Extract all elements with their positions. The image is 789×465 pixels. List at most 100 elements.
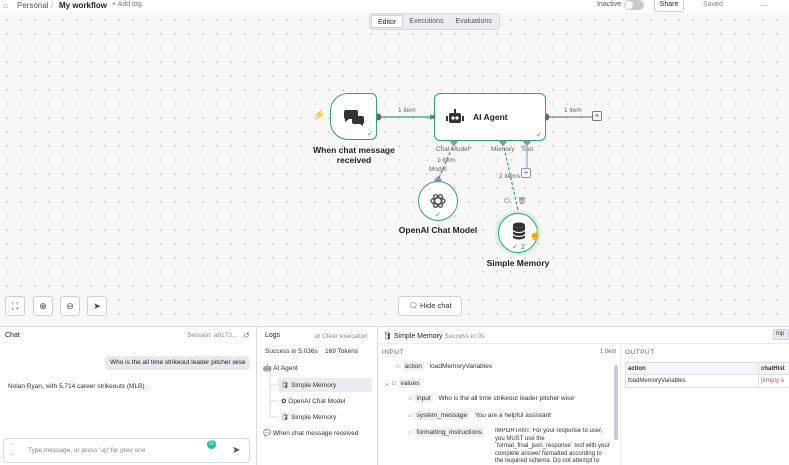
logs-title: Logs <box>265 332 281 339</box>
tab-editor[interactable]: Editor <box>371 15 404 28</box>
breadcrumb-root[interactable]: Personal <box>17 1 49 10</box>
log-item-label: AI Agent <box>273 365 298 372</box>
workflow-canvas[interactable] <box>0 13 789 326</box>
tab-evaluations[interactable]: Evaluations <box>455 18 492 25</box>
edge-label-model: 1 item <box>437 157 455 164</box>
robot-icon <box>446 109 464 123</box>
text-type-icon: ▭ <box>408 396 413 402</box>
database-icon: 🛢 <box>281 414 290 421</box>
power-icon[interactable]: ⏻ <box>504 198 513 205</box>
breadcrumb-separator: / <box>51 1 54 10</box>
add-tag-link[interactable]: + Add tag <box>112 1 142 8</box>
fit-view-button[interactable]: ⛶ <box>5 296 25 316</box>
zoom-in-button[interactable]: ⊕ <box>33 296 53 316</box>
row-key: values <box>398 379 422 388</box>
tab-executions[interactable]: Executions <box>409 18 444 25</box>
active-toggle[interactable] <box>624 0 644 10</box>
logs-summary: Success in 5.036s <box>265 348 318 355</box>
log-item-simple-memory-2[interactable]: 🛢 Simple Memory <box>281 413 336 421</box>
add-tool-button[interactable]: + <box>521 168 531 178</box>
log-item-simple-memory-1-content: 🛢 Simple Memory <box>281 381 336 389</box>
ai-agent-node[interactable]: AI Agent ✓ <box>434 93 546 141</box>
chat-bubbles-icon: 💬 <box>263 430 272 437</box>
workflow-name[interactable]: My workflow <box>59 1 108 10</box>
clear-execution-button[interactable]: ⊘ Clear execution <box>315 332 367 340</box>
output-table: action chatHist loadMemoryVariables [emp… <box>625 362 789 388</box>
chat-bubble-icon: 🗨 <box>408 301 418 310</box>
log-item-label: OpenAI Chat Model <box>288 398 346 405</box>
memory-run-count: 2 <box>521 244 525 251</box>
log-item-simple-memory-1[interactable] <box>278 378 372 392</box>
memory-node-toolbar: ⏻ 🗑 ⋯ <box>504 197 544 206</box>
input-scrollbar[interactable] <box>614 365 618 440</box>
input-row-input: ▭ input Who is the all time strikeout le… <box>408 394 574 403</box>
openai-node-label: OpenAI Chat Model <box>398 225 478 235</box>
log-item-openai[interactable]: ✿ OpenAI Chat Model <box>281 397 345 405</box>
person-icon: ⌂ <box>3 1 8 10</box>
hide-chat-label: Hide chat <box>419 301 452 310</box>
row-value: loadMemoryVariables <box>429 363 493 370</box>
share-label: Share <box>659 1 679 8</box>
log-item-trigger[interactable]: 💬 When chat message received <box>263 429 359 437</box>
port-label-chat-model: Chat Model* <box>436 146 472 153</box>
trigger-bolt-icon: ⚡ <box>313 110 326 121</box>
input-title: INPUT <box>382 349 404 356</box>
reset-session-icon[interactable]: ↺ <box>243 331 250 340</box>
object-type-icon: ⊙ <box>391 380 397 387</box>
add-node-button[interactable]: + <box>592 111 602 121</box>
edge-label-agent-out: 1 item <box>564 107 582 114</box>
row-key: system_message <box>414 411 470 420</box>
input-section: INPUT 1 item ▭ action loadMemoryVariable… <box>378 343 620 465</box>
openai-chat-model-node[interactable]: ✓ <box>418 181 458 221</box>
simple-memory-node[interactable]: ✓ 2 <box>498 213 538 253</box>
input-item-count: 1 item <box>600 349 617 355</box>
log-item-label: Simple Memory <box>291 382 337 389</box>
logs-panel: Logs ⊘ Clear execution Success in 5.036s… <box>257 326 378 465</box>
input-row-formatting: ▭ formatting_instructions <box>408 428 484 437</box>
trigger-node-label: When chat message received <box>313 145 395 165</box>
trash-icon[interactable]: 🗑 <box>517 198 530 205</box>
logs-tokens: 169 Tokens <box>325 348 359 355</box>
text-type-icon: ▭ <box>396 364 401 370</box>
user-message-text: Who is the all time strikeout leader pit… <box>110 359 246 366</box>
cursor-hand-icon: ☝ <box>529 230 542 241</box>
input-toggle-button[interactable]: Inp <box>773 329 789 340</box>
database-icon <box>512 222 526 240</box>
input-row-values[interactable]: ⌄ ⊙ values <box>384 379 422 388</box>
trigger-node[interactable]: ✓ <box>330 93 377 140</box>
history-arrows-icon[interactable]: ⌃⌄ <box>10 443 15 457</box>
zoom-out-button[interactable]: ⊖ <box>60 296 80 316</box>
output-title: OUTPUT <box>625 349 655 356</box>
chat-session-id[interactable]: Session: a9173... <box>187 332 238 339</box>
output-cell-chathistory: [empty a <box>761 378 785 384</box>
port-label-tool: Tool <box>521 146 533 153</box>
detail-node-title: 🛢 Simple Memory Success in 0s <box>383 332 485 340</box>
send-icon[interactable]: ➤ <box>232 445 241 456</box>
output-col-chathistory: chatHist <box>761 366 785 372</box>
edge-label-memory: 2 items <box>499 173 520 180</box>
node-more-icon[interactable]: ⋯ <box>534 198 545 205</box>
openai-success-check-icon: ✓ <box>435 212 441 219</box>
output-section: OUTPUT action chatHist loadMemoryVariabl… <box>620 343 789 465</box>
hide-chat-button[interactable]: 🗨 Hide chat <box>398 296 462 316</box>
select-tool-button[interactable]: ➤ <box>87 296 107 316</box>
row-value: Who is the all time strikeout leader pit… <box>438 395 574 402</box>
share-button[interactable]: Share <box>654 0 684 12</box>
output-header-row: action chatHist <box>626 363 789 375</box>
database-icon: 🛢 <box>281 382 290 389</box>
edge-model <box>438 142 455 179</box>
detail-node-name: Simple Memory <box>393 333 443 340</box>
openai-icon <box>430 194 446 208</box>
more-menu-icon[interactable]: ··· <box>760 1 768 10</box>
output-cell-action: loadMemoryVariables <box>626 375 759 387</box>
openai-port-label: Model <box>429 166 447 173</box>
connections-layer <box>374 113 592 217</box>
edge-memory <box>502 142 519 211</box>
chat-input-box[interactable]: ⌃⌄ Type message, or press 'up' for prev … <box>3 438 250 463</box>
memory-node-label: Simple Memory <box>486 258 550 268</box>
chat-title: Chat <box>5 332 20 339</box>
chat-bubbles-icon <box>343 110 365 126</box>
chevron-down-icon: ⌄ <box>384 380 390 387</box>
log-item-ai-agent[interactable]: 🤖 AI Agent <box>263 364 298 372</box>
row-value: You are a helpful assistant <box>474 412 551 419</box>
